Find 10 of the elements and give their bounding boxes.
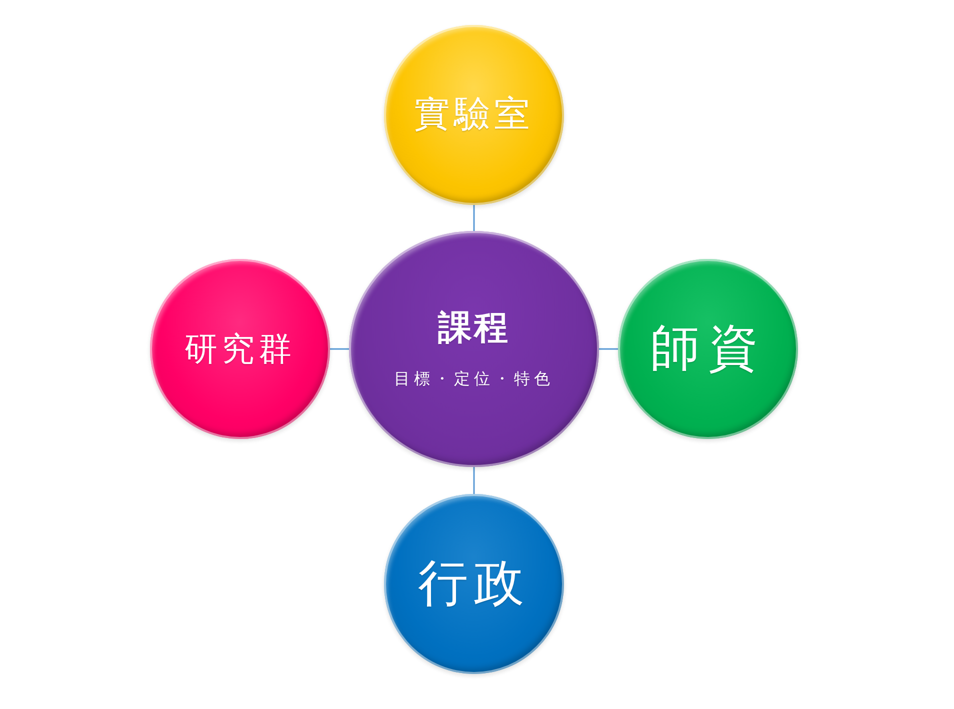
node-title: 實驗室 <box>414 94 534 136</box>
node-title: 行政 <box>418 555 530 613</box>
node-subtitle: 目標・定位・特色 <box>394 370 554 389</box>
connector-line <box>473 467 475 494</box>
connector-line <box>599 348 618 350</box>
node-title: 研究群 <box>184 330 296 368</box>
node-title: 師資 <box>650 320 766 378</box>
connector-line <box>330 348 349 350</box>
connector-line <box>473 205 475 231</box>
node-title: 課程 <box>438 309 510 348</box>
